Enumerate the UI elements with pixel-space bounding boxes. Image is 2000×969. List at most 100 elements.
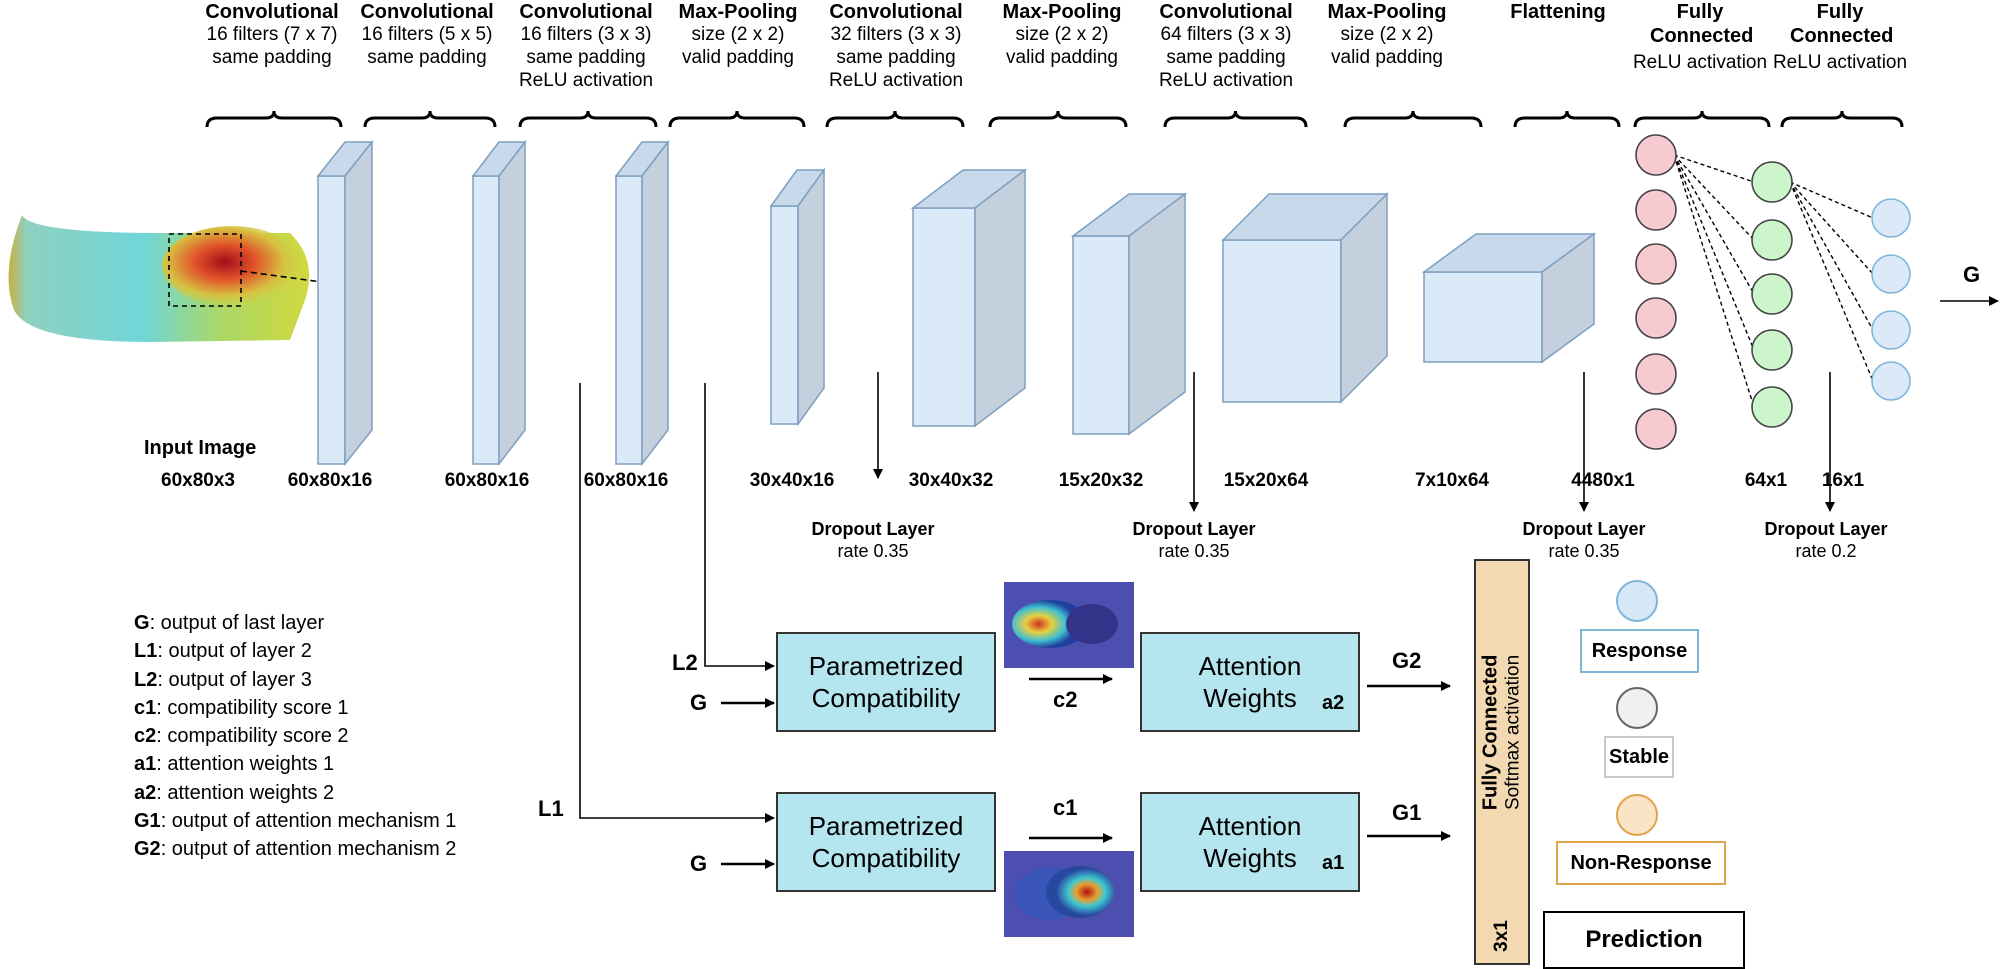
layer-title-2-name: Convolutional — [360, 1, 494, 23]
legend-key: G1 — [134, 810, 161, 833]
layer-brace-10 — [1633, 110, 1771, 128]
compatibility-box-top: Parametrized Compatibility — [776, 632, 996, 732]
dim-label-8: 15x20x64 — [1223, 470, 1309, 491]
layer-title-1-name: Convolutional — [205, 1, 339, 23]
fc1-node — [1751, 273, 1793, 315]
receptive-field-box — [168, 233, 242, 307]
layer-title-4-name: Max-Pooling — [678, 1, 798, 23]
legend-item: c1: compatibility score 1 — [134, 694, 456, 722]
legend-key: G — [134, 612, 150, 634]
final-fc-bar — [1474, 559, 1530, 965]
dim-label-10: 4480x1 — [1571, 470, 1635, 491]
compatibility-box-top-line2: Compatibility — [811, 683, 961, 713]
layer-title-3-desc1: 16 filters (3 x 3) — [520, 24, 652, 45]
final-fc-desc: Softmax activation — [1502, 654, 1524, 810]
dropout-rate: rate 0.35 — [837, 540, 909, 561]
legend-text: : compatibility score 1 — [156, 696, 349, 719]
layer-title-7-desc1: 64 filters (3 x 3) — [1160, 24, 1292, 45]
attention-map-bottom — [1004, 851, 1134, 937]
layer-title-9: Flattening — [1510, 0, 1606, 24]
flatten-node — [1635, 353, 1677, 395]
feature-map-3 — [614, 139, 670, 467]
dim-label-3: 60x80x16 — [444, 470, 530, 491]
attention-weights-box-bottom-line2: Weights — [1203, 843, 1297, 873]
class-stable: Stable — [1604, 736, 1674, 778]
attention-weights-box-top-line2: Weights — [1203, 683, 1297, 713]
fc2-node — [1871, 198, 1911, 238]
layer-title-8-desc1: size (2 x 2) — [1340, 24, 1434, 45]
compatibility-box-bottom: Parametrized Compatibility — [776, 792, 996, 892]
compatibility-box-bottom-line2: Compatibility — [811, 843, 961, 873]
dim-label-4: 60x80x16 — [583, 470, 669, 491]
dropout-title: Dropout Layer — [1522, 519, 1646, 539]
fc1-node — [1751, 329, 1793, 371]
attention-bottom-input-l1: L1 — [538, 796, 564, 821]
feature-map-2 — [471, 139, 527, 467]
output-label-g: G — [1963, 262, 1981, 287]
weights-id-a2: a2 — [1322, 692, 1345, 714]
dropout-title: Dropout Layer — [811, 519, 935, 539]
layer-title-5-name: Convolutional — [829, 1, 963, 23]
fc2-node — [1871, 310, 1911, 350]
class-response: Response — [1580, 629, 1699, 673]
legend-item: G1: output of attention mechanism 1 — [134, 807, 456, 835]
fc2-node — [1871, 254, 1911, 294]
attention-top-input-l2: L2 — [672, 650, 698, 675]
score-label-c1: c1 — [1053, 795, 1078, 820]
layer-title-5-desc3: ReLU activation — [828, 69, 964, 91]
layer-title-6-desc2: valid padding — [1006, 46, 1118, 68]
legend-key: c2 — [134, 725, 157, 748]
legend-text: : output of attention mechanism 1 — [160, 810, 457, 833]
legend-item: G2: output of attention mechanism 2 — [134, 835, 456, 863]
layer-title-3-desc2: same padding — [526, 46, 646, 68]
layer-title-7-desc3: ReLU activation — [1158, 69, 1294, 91]
layer-title-4-desc1: size (2 x 2) — [691, 24, 785, 45]
feature-map-cuboids — [316, 139, 1597, 467]
dropout-title: Dropout Layer — [1132, 519, 1256, 539]
legend-key: a2 — [134, 781, 157, 804]
legend-key: c1 — [134, 696, 157, 719]
dense-connection — [1673, 154, 1755, 351]
legend-key: L1 — [134, 640, 158, 663]
attention-output-g2: G2 — [1392, 648, 1422, 673]
legend-text: : output of layer 2 — [157, 640, 312, 663]
output-node-stable — [1616, 687, 1658, 729]
layer-brace-5 — [825, 110, 965, 128]
layer-title-2-desc2: same padding — [367, 46, 487, 68]
legend-item: c2: compatibility score 2 — [134, 722, 456, 750]
layer-title-10-desc1: ReLU activation — [1632, 52, 1768, 73]
final-fc-label: Fully Connected Softmax activation — [1476, 562, 1528, 902]
layer-title-7-name: Convolutional — [1159, 1, 1293, 23]
dense-connection — [1789, 181, 1874, 331]
layer-title-11-name: Fully Connected — [1790, 1, 1894, 47]
dense-connection — [1789, 181, 1874, 275]
attention-map-top — [1004, 582, 1134, 668]
layer-title-4-desc2: valid padding — [682, 46, 794, 68]
legend-item: a2: attention weights 2 — [134, 779, 456, 807]
layer-title-5-desc2: same padding — [836, 46, 956, 68]
layer-title-11-desc1: ReLU activation — [1772, 52, 1908, 73]
dim-label-9: 7x10x64 — [1415, 470, 1489, 491]
dim-label-6: 30x40x32 — [908, 470, 994, 491]
legend-text: : output of attention mechanism 2 — [160, 838, 457, 861]
legend-key: L2 — [134, 668, 158, 691]
legend-text: : output of last layer — [149, 612, 325, 634]
weights-id-a1: a1 — [1322, 852, 1345, 874]
dense-connection — [1789, 181, 1874, 219]
flatten-node — [1635, 189, 1677, 231]
layer-brace-1 — [205, 110, 343, 128]
attention-weights-box-bottom: Attention Weights — [1140, 792, 1360, 892]
compatibility-box-top-line1: Parametrized — [808, 650, 964, 681]
legend-text: : attention weights 2 — [156, 781, 335, 804]
prediction-box: Prediction — [1543, 911, 1745, 969]
layer-brace-3 — [518, 110, 658, 128]
layer-brace-2 — [363, 110, 497, 128]
layer-title-6-desc1: size (2 x 2) — [1015, 24, 1109, 45]
